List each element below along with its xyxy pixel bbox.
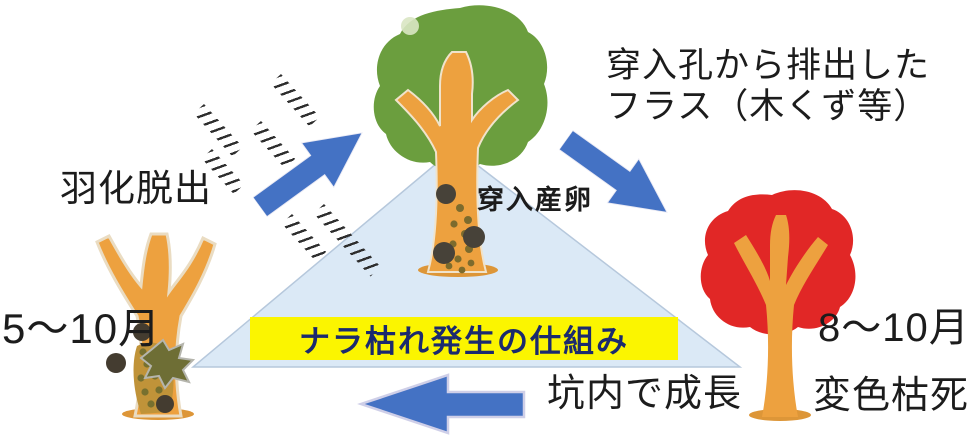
emergence-months-label: 5〜10月: [2, 305, 162, 352]
title-banner: ナラ枯れ発生の仕組み: [250, 317, 678, 360]
gallery-growth-label: 坑内で成長: [547, 373, 743, 415]
frass-note-line2: フラス（木くず等）: [606, 87, 930, 127]
arrow-up-right-icon: [241, 106, 382, 233]
frass-note-line1: 穿入孔から排出した: [606, 46, 931, 85]
arrow-down-right-icon: [547, 114, 687, 239]
title-banner-label: ナラ枯れ発生の仕組み: [299, 324, 629, 359]
arrow-left-icon: [356, 372, 526, 437]
death-months-label: 8〜10月: [818, 306, 970, 350]
dead-red-tree-icon: [700, 190, 856, 421]
bare-dead-tree-icon: [95, 232, 217, 420]
boring-egg-laying-label: 穿入産卵: [477, 185, 593, 215]
frass-note-label: 穿入孔から排出した フラス（木くず等）: [606, 45, 930, 128]
discolor-death-label: 変色枯死: [813, 375, 970, 417]
healthy-tree-icon: [373, 5, 548, 277]
emergence-label: 羽化脱出: [60, 168, 212, 209]
